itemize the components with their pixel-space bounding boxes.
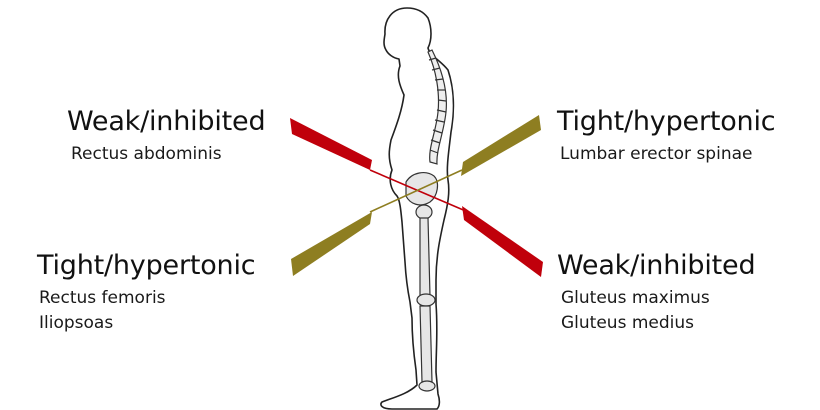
muscle-label-lumbar-erector-spinae: Lumbar erector spinae	[560, 144, 753, 164]
weak-axis-line	[369, 169, 469, 213]
tight-arrow-lower-left	[291, 212, 372, 276]
muscle-label-gluteus-maximus: Gluteus maximus	[561, 288, 710, 308]
tight-hypertonic-title: Tight/hypertonic	[557, 106, 776, 137]
weak-arrow-upper-left	[290, 118, 372, 170]
weak-arrow-lower-right	[462, 206, 543, 277]
tight-axis-line	[369, 169, 463, 213]
muscle-label-rectus-abdominis: Rectus abdominis	[71, 144, 222, 164]
label-group-upper-left: Weak/inhibited Rectus abdominis	[67, 106, 266, 167]
muscle-label-rectus-femoris: Rectus femoris	[39, 288, 166, 308]
label-group-lower-right: Weak/inhibited Gluteus maximus Gluteus m…	[557, 250, 756, 336]
tight-arrow-upper-right	[461, 115, 541, 176]
tight-hypertonic-title: Tight/hypertonic	[37, 250, 256, 281]
muscle-label-gluteus-medius: Gluteus medius	[561, 313, 694, 333]
weak-inhibited-title: Weak/inhibited	[67, 106, 266, 137]
muscle-label-iliopsoas: Iliopsoas	[39, 313, 114, 333]
spine	[427, 49, 447, 165]
weak-inhibited-title: Weak/inhibited	[557, 250, 756, 281]
label-group-upper-right: Tight/hypertonic Lumbar erector spinae	[557, 106, 776, 167]
label-group-lower-left: Tight/hypertonic Rectus femoris Iliopsoa…	[37, 250, 256, 336]
